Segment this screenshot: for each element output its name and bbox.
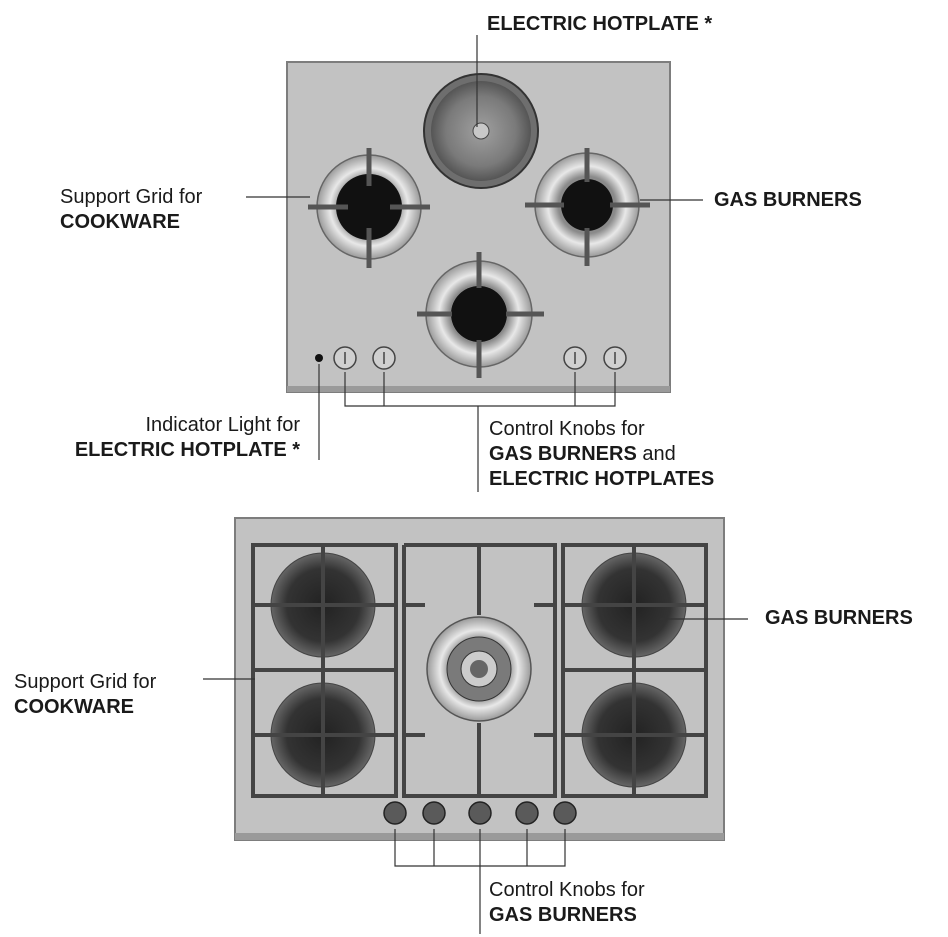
top-front-gas-burner [417,252,544,378]
top-support-grid-label: Support Grid for COOKWARE [60,185,202,235]
top-knobs-label-line2-bold: GAS BURNERS [489,443,637,465]
bottom-support-grid [251,543,708,798]
bottom-knob-5[interactable] [553,801,577,825]
top-knobs-label-line2-rest: and [636,443,676,465]
top-support-grid-line2: COOKWARE [60,211,180,233]
bottom-knobs-label-line2: GAS BURNERS [489,904,637,926]
bottom-burner-center-wok [426,616,532,722]
top-cooktop-front-edge [287,386,670,392]
bottom-gas-burners-label: GAS BURNERS [765,606,913,631]
top-leader-lines [246,35,703,492]
top-right-gas-burner [525,148,650,266]
bottom-knobs-label-line1: Control Knobs for [489,879,645,901]
top-hotplate-label: ELECTRIC HOTPLATE * [487,12,712,37]
electric-hotplate [423,73,539,189]
bottom-knob-1[interactable] [383,801,407,825]
bottom-cooktop [203,517,748,934]
bottom-support-grid-line2: COOKWARE [14,696,134,718]
bottom-knobs-label: Control Knobs for GAS BURNERS [489,878,645,928]
top-hotplate-label-text: ELECTRIC HOTPLATE * [487,13,713,35]
bottom-gas-burners-label-text: GAS BURNERS [765,607,913,629]
indicator-light [315,354,323,362]
bottom-knob-2[interactable] [422,801,446,825]
bottom-support-grid-label: Support Grid for COOKWARE [14,670,156,720]
top-left-gas-burner [308,148,430,268]
bottom-support-grid-line1: Support Grid for [14,671,157,693]
bottom-knob-4[interactable] [515,801,539,825]
top-knobs-label-line3: ELECTRIC HOTPLATES [489,468,715,490]
top-knobs-label-line1: Control Knobs for [489,418,645,440]
bottom-knob-3[interactable] [468,801,492,825]
top-control-knobs [333,346,627,370]
indicator-light-label-line2: ELECTRIC HOTPLATE * [74,439,300,461]
top-gas-burners-label: GAS BURNERS [714,188,862,213]
top-knobs-label: Control Knobs for GAS BURNERS and ELECTR… [489,417,714,492]
top-gas-burners-label-text: GAS BURNERS [714,189,862,211]
top-support-grid-line1: Support Grid for [60,186,203,208]
indicator-light-label-line1: Indicator Light for [145,414,300,436]
bottom-leader-lines [203,618,748,934]
top-cooktop [246,35,703,492]
bottom-control-knobs [383,801,577,825]
indicator-light-label: Indicator Light for ELECTRIC HOTPLATE * [20,413,300,463]
